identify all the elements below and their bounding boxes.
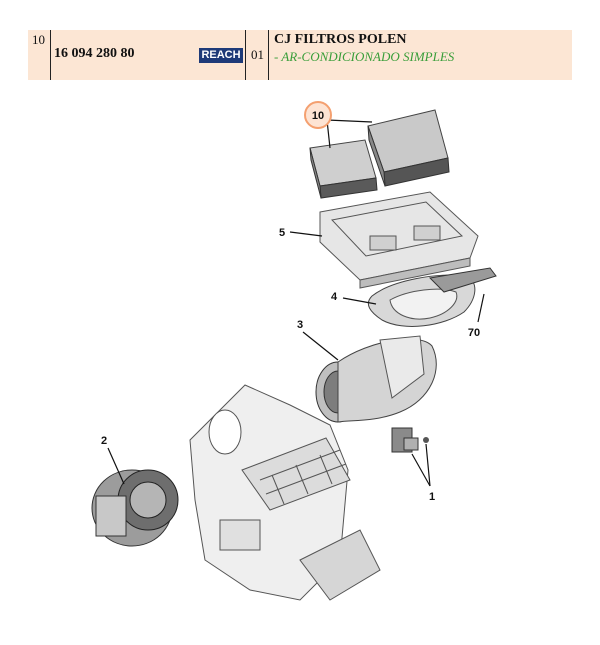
divider	[50, 30, 51, 80]
quantity: 01	[251, 47, 264, 62]
air-duct-seal	[367, 267, 497, 327]
callout-5: 5	[279, 227, 285, 239]
part-subtitle: - AR-CONDICIONADO SIMPLES	[274, 49, 455, 64]
callout-70: 70	[468, 327, 480, 339]
flap-actuator	[391, 427, 429, 453]
callout-1: 1	[429, 491, 435, 503]
highlight-ring	[304, 101, 332, 129]
divider	[245, 30, 246, 80]
divider	[268, 30, 269, 80]
callout-4: 4	[331, 291, 338, 303]
callout-10: 10	[312, 110, 324, 122]
part-reference: 16 094 280 80	[54, 46, 135, 61]
part-header-row: 10 16 094 280 80 REACH 01 CJ FILTROS POL…	[28, 30, 572, 80]
blower-motor	[91, 469, 179, 547]
heater-housing	[189, 384, 381, 601]
pollen-filter-right	[367, 109, 450, 187]
air-inlet-duct	[315, 335, 437, 423]
part-title: CJ FILTROS POLEN	[274, 32, 407, 47]
pollen-filter-left	[309, 139, 378, 199]
item-number: 10	[32, 32, 45, 47]
filter-housing	[319, 191, 479, 289]
callout-2: 2	[101, 435, 107, 447]
callout-3: 3	[297, 319, 303, 331]
reach-badge: REACH	[199, 48, 243, 63]
